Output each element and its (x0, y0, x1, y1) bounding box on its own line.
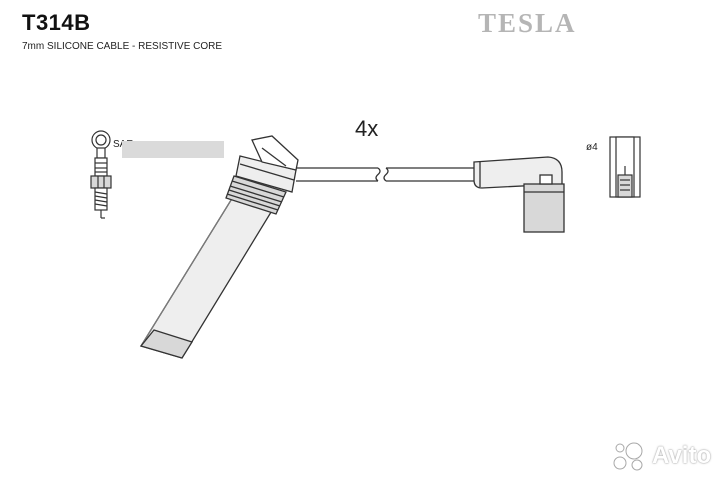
avito-logo-icon (613, 442, 643, 471)
straight-boot-connector (139, 135, 299, 359)
avito-watermark-text: Avito (652, 442, 712, 469)
brand-logo: TESLA (478, 8, 577, 38)
cable-description: 7mm SILICONE CABLE - RESISTIVE CORE (22, 41, 223, 52)
avito-watermark: Avito (612, 436, 711, 476)
quantity-label: 4x (355, 116, 378, 141)
part-code: T314B (22, 10, 91, 35)
terminal-detail-icon (609, 136, 641, 198)
ignition-cable (296, 167, 474, 182)
spark-plug-icon (90, 130, 112, 219)
angled-boot-connector (473, 156, 565, 233)
redacted-area (122, 141, 224, 158)
terminal-diameter-label: ø4 (586, 142, 598, 153)
